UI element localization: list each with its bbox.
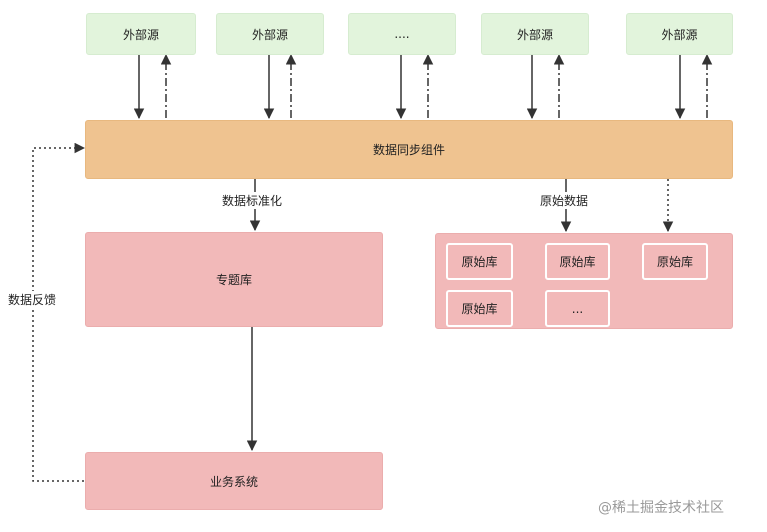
topic-library: 专题库 — [85, 232, 383, 327]
external-source-5: 外部源 — [626, 13, 733, 55]
business-system: 业务系统 — [85, 452, 383, 510]
raw-library-1: 原始库 — [446, 243, 513, 280]
label-feedback: 数据反馈 — [8, 291, 57, 308]
raw-library-more: ... — [545, 290, 610, 327]
label-standardize: 数据标准化 — [222, 192, 283, 209]
external-source-3: .... — [348, 13, 456, 55]
raw-library-2: 原始库 — [545, 243, 610, 280]
external-source-4: 外部源 — [481, 13, 589, 55]
data-sync-component: 数据同步组件 — [85, 120, 733, 179]
raw-library-3: 原始库 — [642, 243, 708, 280]
raw-library-4: 原始库 — [446, 290, 513, 327]
arrow-feedback-loop — [32, 142, 86, 482]
external-source-2: 外部源 — [216, 13, 324, 55]
watermark: @稀土掘金技术社区 — [598, 500, 724, 516]
external-source-1: 外部源 — [86, 13, 196, 55]
label-raw-data: 原始数据 — [540, 192, 589, 209]
